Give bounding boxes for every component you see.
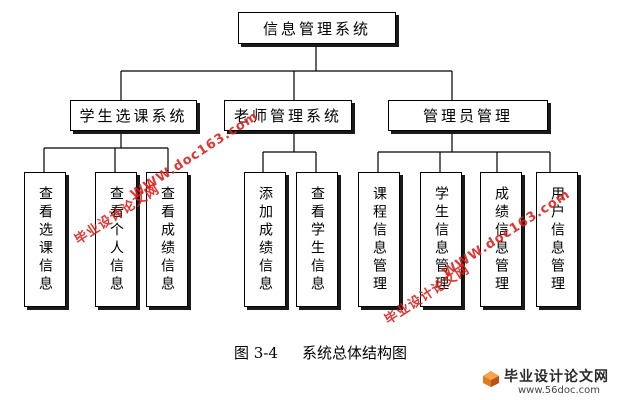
figure-number: 图 3-4 xyxy=(234,344,278,362)
leaf-label: 查看个人信息 xyxy=(108,185,124,294)
node-student-system-label: 学生选课系统 xyxy=(79,107,188,125)
leaf-label: 课程信息管理 xyxy=(371,185,387,294)
node-admin-management: 管理员管理 xyxy=(388,100,548,131)
leaf-label: 用户信息管理 xyxy=(549,185,565,294)
node-teacher-system: 老师管理系统 xyxy=(224,100,352,131)
logo-title: 毕业设计论文网 xyxy=(504,369,609,385)
figure-title: 系统总体结构图 xyxy=(301,344,407,362)
leaf-view-student-info: 查看学生信息 xyxy=(296,172,338,307)
figure-caption: 图 3-4 系统总体结构图 xyxy=(0,342,641,363)
node-admin-management-label: 管理员管理 xyxy=(422,107,513,125)
leaf-label: 查看学生信息 xyxy=(309,185,325,294)
root-node: 信息管理系统 xyxy=(238,12,396,44)
leaf-label: 添加成绩信息 xyxy=(257,185,273,294)
logo-icon xyxy=(483,371,499,387)
leaf-view-grades: 查看成绩信息 xyxy=(146,172,188,307)
root-node-label: 信息管理系统 xyxy=(262,19,371,38)
leaf-view-personal-info: 查看个人信息 xyxy=(95,172,137,307)
node-student-system: 学生选课系统 xyxy=(70,100,197,131)
leaf-label: 成绩信息管理 xyxy=(493,185,509,294)
leaf-add-grades: 添加成绩信息 xyxy=(244,172,286,307)
node-teacher-system-label: 老师管理系统 xyxy=(233,107,342,125)
leaf-view-course-selection: 查看选课信息 xyxy=(24,172,66,307)
site-logo: 毕业设计论文网 www.56doc.com xyxy=(478,366,638,398)
leaf-user-info-management: 用户信息管理 xyxy=(536,172,578,307)
leaf-grade-info-management: 成绩信息管理 xyxy=(480,172,522,307)
logo-url: www.56doc.com xyxy=(518,385,601,396)
leaf-label: 查看成绩信息 xyxy=(159,185,175,294)
leaf-label: 学生信息管理 xyxy=(433,185,449,294)
leaf-student-info-management: 学生信息管理 xyxy=(420,172,462,307)
leaf-course-info-management: 课程信息管理 xyxy=(358,172,400,307)
leaf-label: 查看选课信息 xyxy=(37,185,53,294)
